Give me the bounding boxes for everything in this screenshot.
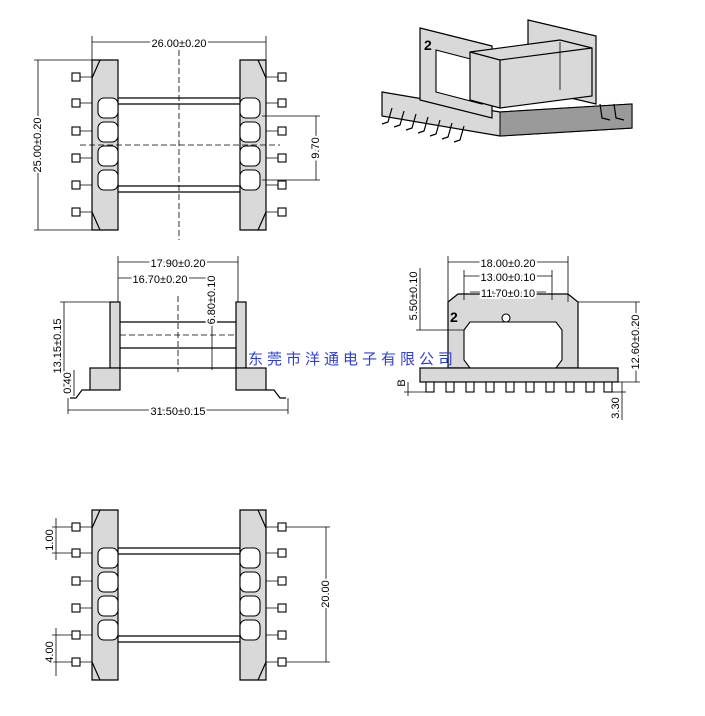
top-window-dim: 9.70 [310, 137, 322, 158]
side-pin-dim: 3.30 [610, 397, 622, 418]
front-window-dim: 6.80±0.10 [206, 276, 218, 325]
front-outer-dim: 17.90±0.20 [151, 258, 206, 270]
iso-view: 2 [381, 19, 633, 143]
front-view: 17.90±0.20 16.70±0.20 6.80±0.10 13.15±0.… [50, 256, 289, 420]
bottom-span-dim: 20.00 [320, 580, 332, 608]
side-pin1-marker: 2 [450, 309, 458, 325]
top-width-dim: 26.00±0.20 [152, 38, 207, 50]
side-top-dim: 5.50±0.10 [408, 272, 420, 321]
front-inner-dim: 16.70±0.20 [133, 274, 188, 286]
bottom-offset-dim: 4.00 [44, 641, 56, 662]
bottom-pitch-dim: 1.00 [44, 529, 56, 550]
side-height-dim: 12.60±0.20 [630, 315, 642, 370]
side-view: 2 18.00±0.20 13.00±0.10 11.70±0.10 5.50±… [394, 256, 644, 421]
bottom-view: 1.00 4.00 20.00 [42, 509, 334, 681]
side-label-b: B [396, 379, 408, 386]
front-span-dim: 31.50±0.15 [151, 406, 206, 418]
side-outer-dim: 18.00±0.20 [481, 258, 536, 270]
front-height-dim: 13.15±0.15 [52, 319, 64, 374]
top-height-dim: 25.00±0.20 [32, 118, 44, 173]
side-inner-dim: 11.70±0.10 [481, 288, 535, 300]
top-view: 26.00±0.20 25.00±0.20 9.70 [30, 36, 324, 240]
front-base-dim: 0.40 [62, 372, 74, 393]
iso-pin1-marker: 2 [424, 37, 432, 53]
side-mid-dim: 13.00±0.10 [481, 272, 536, 284]
company-watermark: 东莞市洋通电子有限公司 [248, 350, 457, 368]
